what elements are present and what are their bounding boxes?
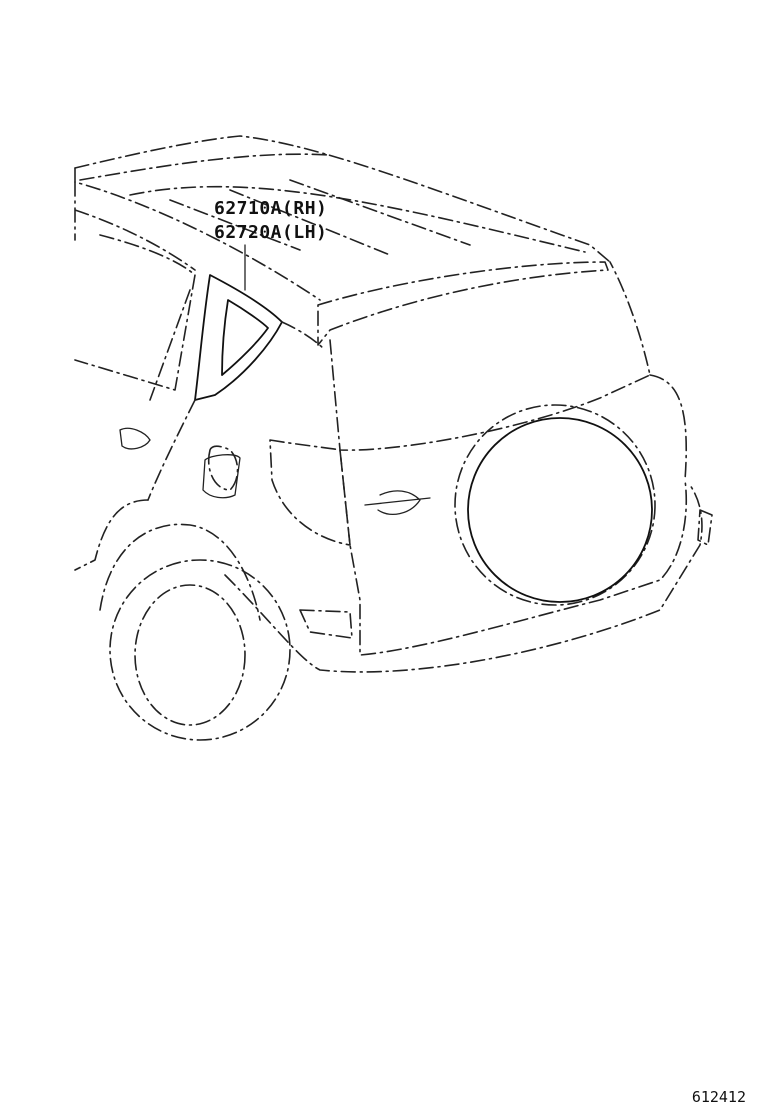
right-side-edge — [649, 374, 713, 546]
door-handle-mark — [119, 427, 151, 450]
fuel-lid — [202, 454, 241, 499]
reflector — [299, 609, 353, 639]
roof-rail-left — [79, 153, 331, 181]
rear-wheel-tire — [109, 559, 291, 741]
roof-panel-lines — [169, 179, 471, 256]
callout-part-number-lh: 62720A(LH) — [214, 222, 328, 243]
spare-tire-inner — [467, 417, 653, 603]
rear-spoiler — [317, 261, 609, 346]
rear-wheel-rim — [134, 584, 246, 726]
quarter-window-glass — [194, 274, 283, 401]
back-door-handle — [364, 490, 431, 515]
back-door — [329, 261, 651, 451]
spare-tire-outer — [454, 404, 656, 606]
body-side-upper — [74, 181, 196, 271]
quarter-window-glass-inner — [221, 299, 269, 376]
roof-rail-right — [129, 185, 586, 253]
roof-outline — [74, 135, 611, 263]
back-door-lower — [339, 449, 688, 656]
tail-light — [269, 439, 351, 546]
roof-front-edge — [74, 167, 321, 301]
rear-quarter-panel — [74, 445, 239, 571]
c-pillar — [147, 321, 326, 501]
callout-part-number-rh: 62710A(RH) — [214, 198, 328, 219]
side-window — [74, 234, 196, 391]
rear-wheel-arch — [99, 523, 261, 621]
b-pillar — [149, 289, 191, 401]
diagram-reference-code: 612412 — [691, 1088, 746, 1106]
rear-bumper — [224, 484, 703, 673]
